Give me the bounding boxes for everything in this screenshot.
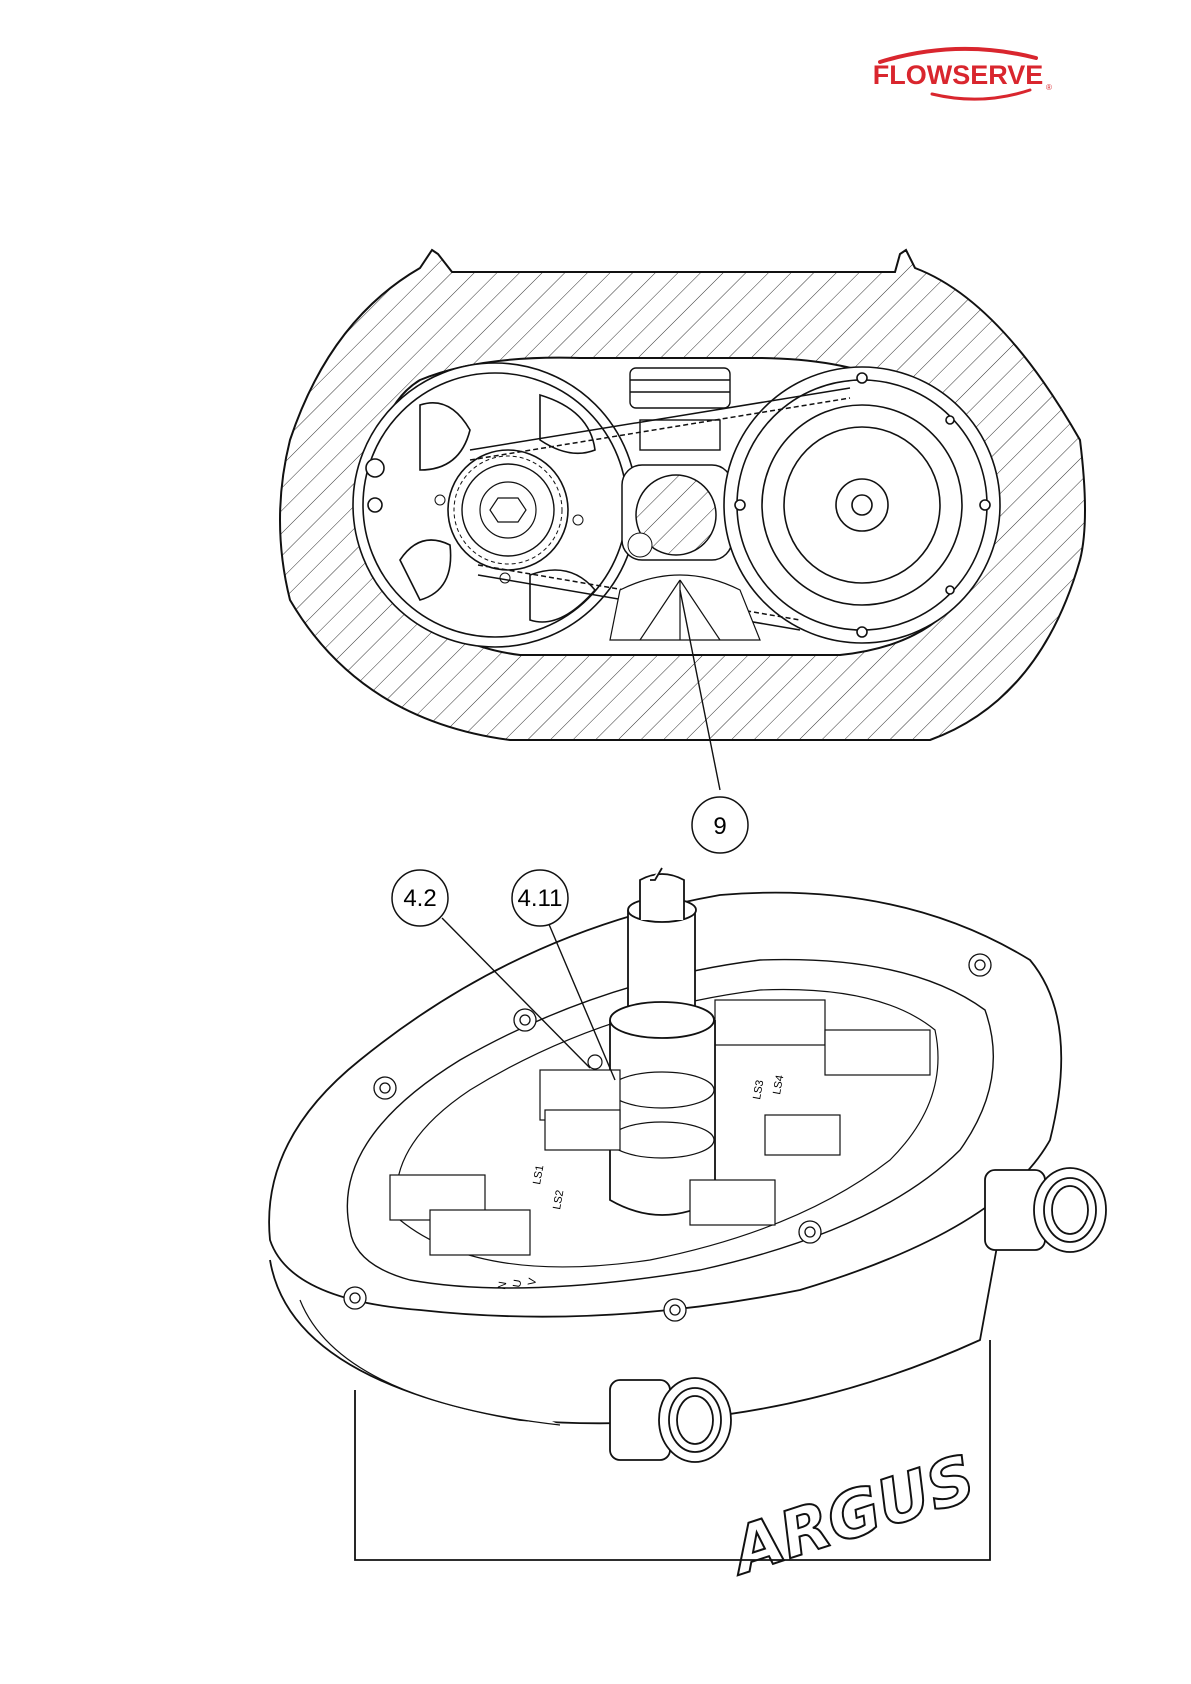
top-figure-housing-section (280, 250, 1085, 740)
right-motor-disc (724, 367, 1000, 643)
bottom-figure-actuator: ARGUS (269, 868, 1106, 1591)
callout-4-11: 4.11 (512, 870, 568, 926)
callout-4-2: 4.2 (392, 870, 448, 926)
centre-shaft (622, 465, 732, 560)
callout-9-label: 9 (713, 813, 726, 840)
cable-gland-right (985, 1168, 1106, 1252)
callout-9: 9 (692, 797, 748, 853)
callout-4-11-label: 4.11 (518, 885, 563, 912)
callout-4-2-label: 4.2 (403, 885, 436, 912)
cable-gland-left (610, 1378, 731, 1462)
